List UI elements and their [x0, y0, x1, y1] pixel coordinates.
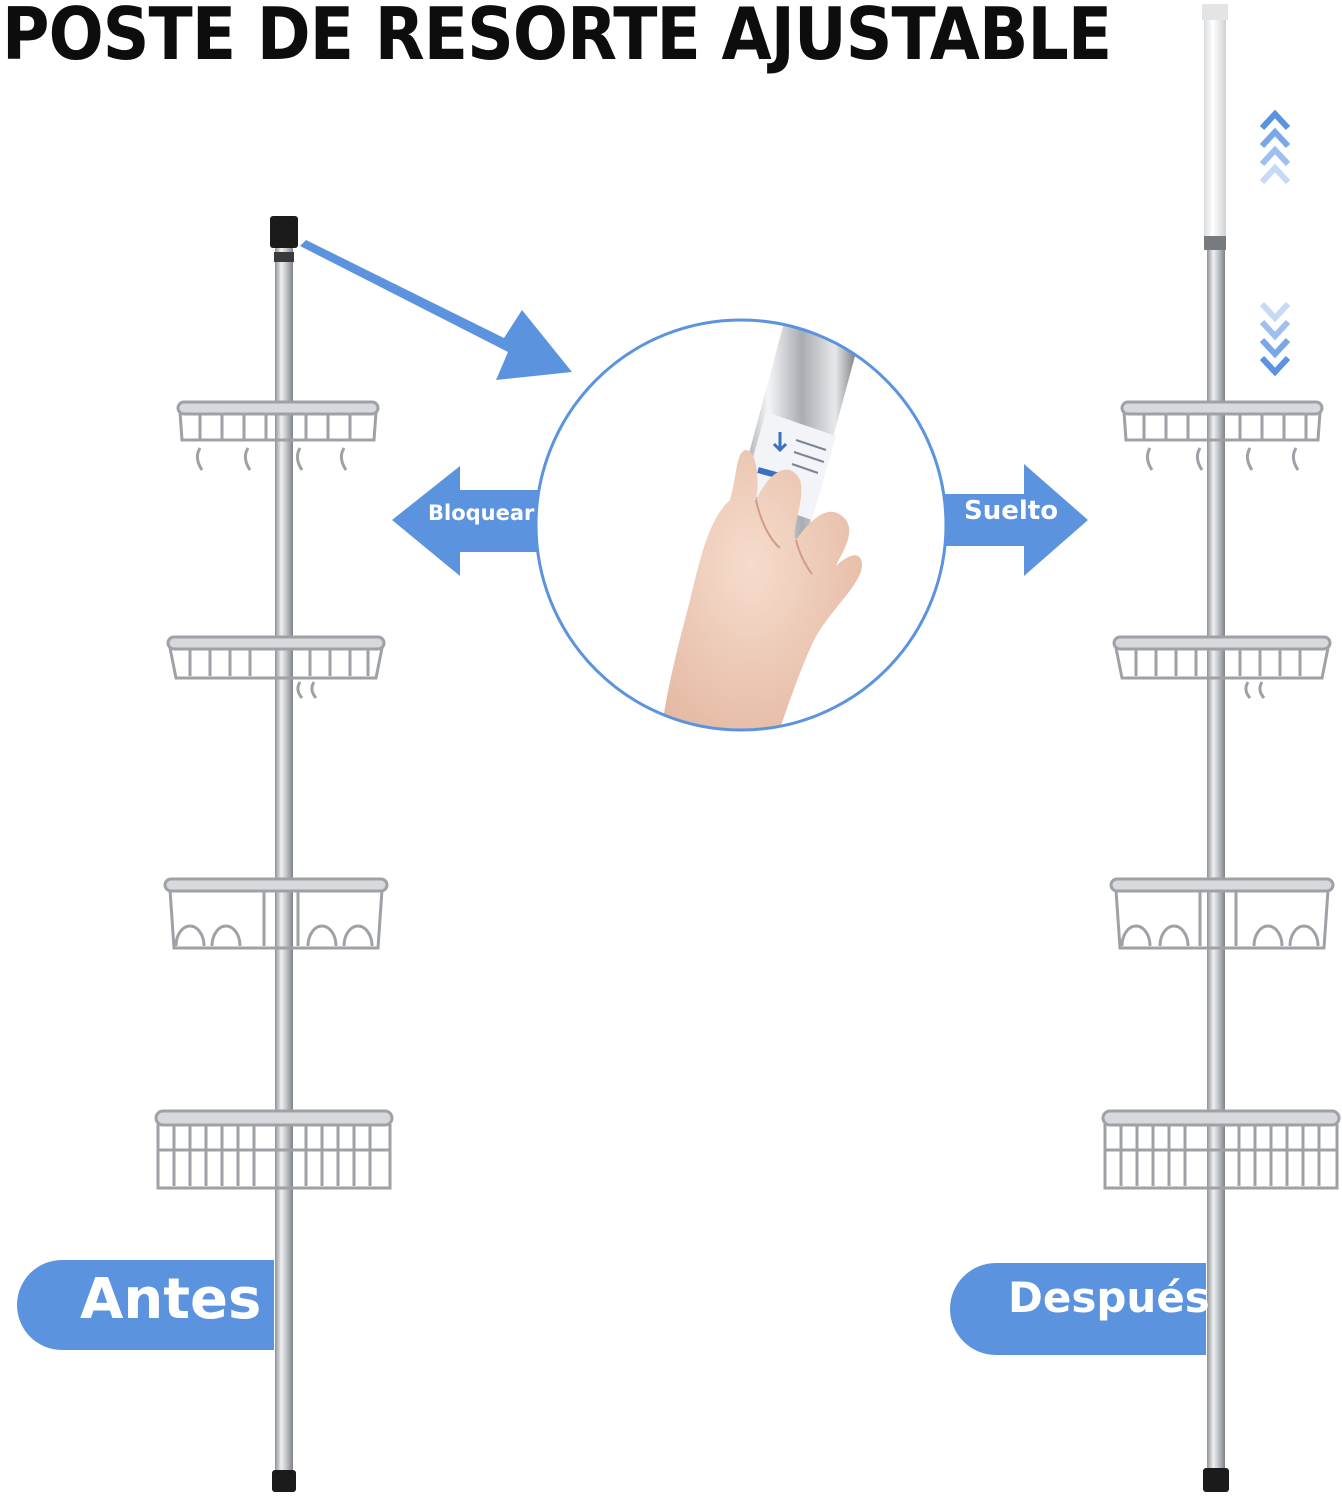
- loose-label: Suelto: [964, 496, 1059, 526]
- lock-arrow-icon: [392, 466, 538, 576]
- page-title: POSTE DE RESORTE AJUSTABLE: [2, 0, 1112, 76]
- pole-foot-cap: [1203, 1468, 1229, 1492]
- pole-foot-cap: [272, 1470, 296, 1492]
- shelf-before-1: [176, 400, 380, 471]
- pointer-arrow-icon: [300, 240, 572, 380]
- shelf-after-3: [1109, 877, 1335, 950]
- detail-circle: [534, 318, 948, 732]
- pole-top-cap: [270, 216, 298, 248]
- chevron-down-icon: [1259, 301, 1291, 377]
- after-label: Después: [1008, 1273, 1210, 1322]
- shelf-after-1: [1120, 400, 1324, 471]
- pole-before: [270, 216, 298, 1492]
- lock-label: Bloquear: [428, 501, 535, 525]
- shelf-after-4: [1101, 1109, 1341, 1190]
- before-label: Antes: [80, 1267, 262, 1332]
- hand: [660, 450, 862, 730]
- shelf-before-4: [154, 1109, 394, 1190]
- before-pill: [17, 1260, 274, 1350]
- shelf-after-2: [1112, 635, 1332, 699]
- loose-arrow-icon: [945, 464, 1088, 576]
- shelf-before-2: [166, 635, 386, 699]
- pole-after: [1202, 4, 1229, 1492]
- chevron-up-icon: [1259, 109, 1291, 185]
- shelf-before-3: [163, 877, 389, 950]
- after-pill: [950, 1263, 1206, 1355]
